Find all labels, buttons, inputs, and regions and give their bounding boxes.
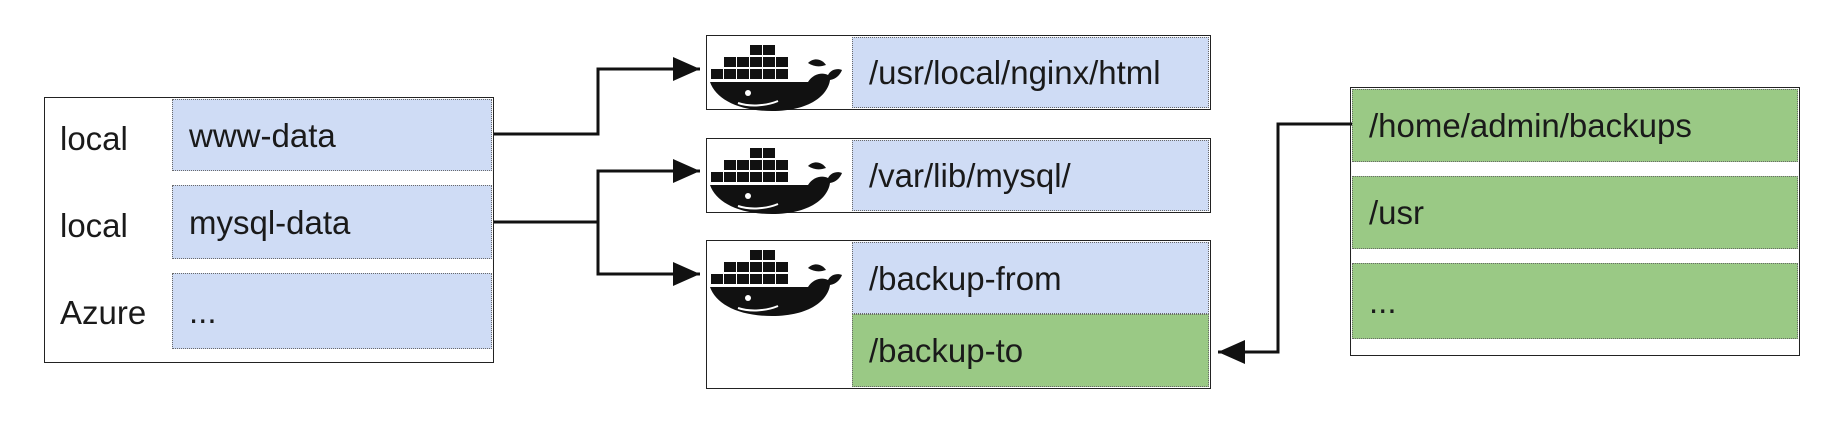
source-provider-label: local [60,119,128,157]
host-path-usr[interactable]: /usr [1352,176,1798,249]
arrow-mysql-data-to-mysql [494,159,700,224]
docker-whale-icon [710,148,842,214]
arrow-www-data-to-nginx [494,57,700,136]
host-path-ellipsis[interactable]: ... [1352,263,1798,339]
arrow-mysql-data-to-backup [596,222,700,286]
source-provider-label: local [60,206,128,244]
mount-var-lib-mysql[interactable]: /var/lib/mysql/ [852,140,1209,211]
mount-backup-from[interactable]: /backup-from [852,242,1209,314]
mount-backup-to[interactable]: /backup-to [852,314,1209,387]
volume-azure-ellipsis[interactable]: ... [172,273,492,349]
host-path-home-admin-backups[interactable]: /home/admin/backups [1352,89,1798,162]
volume-www-data[interactable]: www-data [172,99,492,171]
volume-mysql-data[interactable]: mysql-data [172,185,492,259]
mount-usr-local-nginx-html[interactable]: /usr/local/nginx/html [852,37,1209,108]
arrow-host-backups-to-backup-to [1218,122,1352,364]
docker-whale-icon [710,45,842,111]
docker-whale-icon [710,250,842,316]
source-provider-label: Azure [60,293,147,331]
